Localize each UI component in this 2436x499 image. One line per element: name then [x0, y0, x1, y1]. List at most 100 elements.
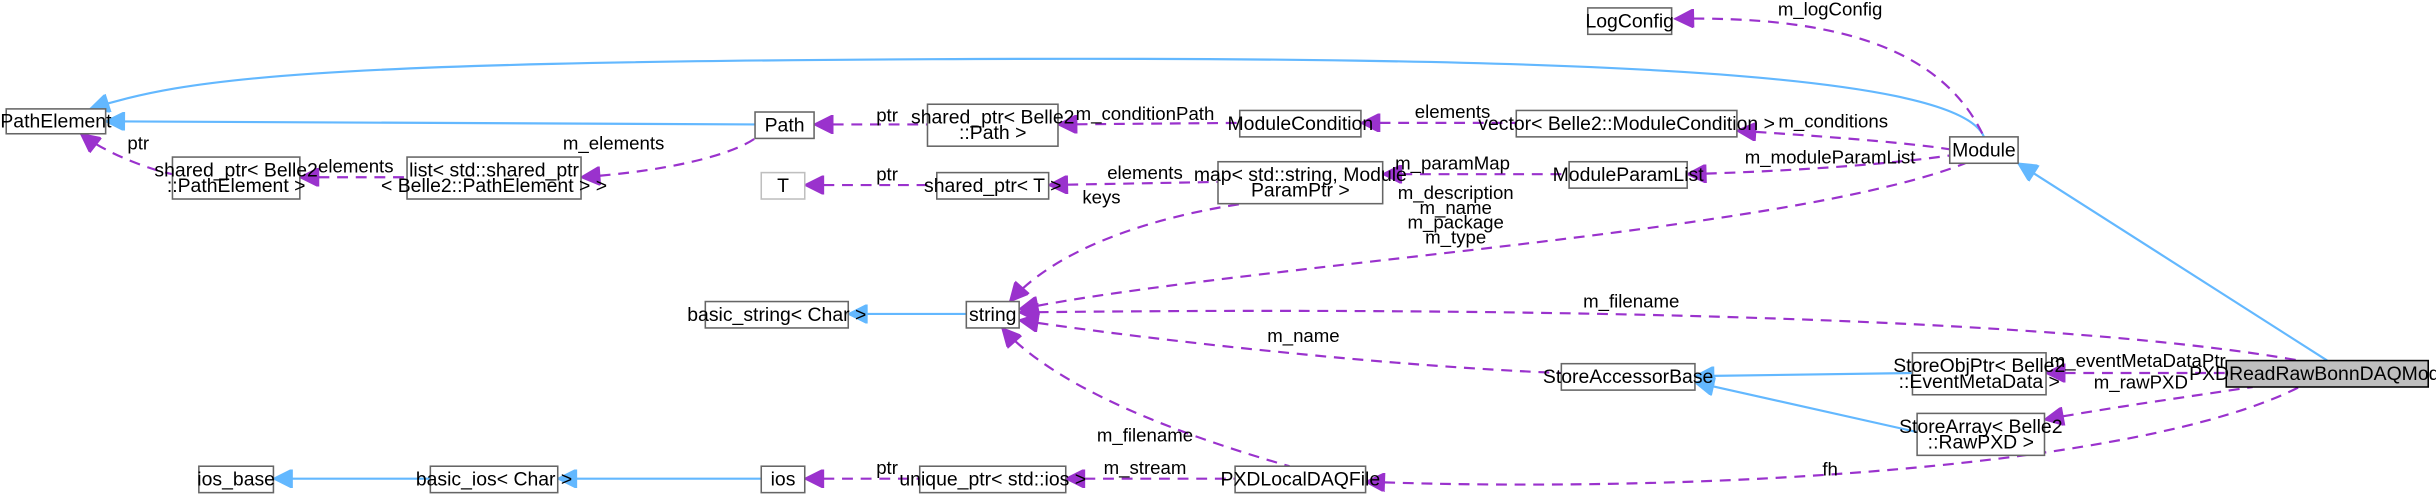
node-label: vector< Belle2::ModuleCondition >	[1478, 113, 1775, 135]
node-box	[5, 108, 107, 135]
edge-label-m-moduleparamlist: m_moduleParamList	[1745, 146, 1917, 168]
edge-storearray-to-storeaccessorbase	[1695, 382, 1918, 434]
node-label: ModuleCondition	[1228, 113, 1374, 135]
node-t[interactable]: T	[760, 171, 806, 200]
node-label: ::PathElement >	[167, 175, 306, 197]
node-storearray[interactable]: StoreArray< Belle2::RawPXD >	[1899, 412, 2063, 457]
edge-label-ptr-t: ptr	[876, 163, 898, 184]
node-box	[704, 300, 850, 329]
node-label: ModuleParamList	[1553, 164, 1705, 186]
node-label: Module	[1952, 139, 2016, 161]
node-box	[2225, 359, 2430, 388]
node-basic-ios[interactable]: basic_ios< Char >	[416, 465, 572, 494]
node-storeobjptr[interactable]: StoreObjPtr< Belle2::EventMetaData >	[1893, 352, 2065, 396]
node-box	[936, 171, 1050, 200]
edge-label-ptr-pathelement: ptr	[127, 132, 149, 153]
edge-label-m-logconfig: m_logConfig	[1778, 0, 1883, 21]
node-logconfig[interactable]: LogConfig	[1585, 7, 1674, 36]
node-label: list< std::shared_ptr	[409, 159, 579, 181]
node-label: ::RawPXD >	[1928, 431, 2034, 453]
node-label: PXDReadRawBonnDAQModule	[2189, 363, 2436, 385]
node-label: shared_ptr< Belle2	[911, 107, 1074, 129]
node-path[interactable]: Path	[754, 111, 815, 140]
node-label: < Belle2::PathElement > >	[381, 175, 607, 197]
node-shared-ptr-t[interactable]: shared_ptr< T >	[924, 171, 1061, 200]
node-box	[1948, 136, 2019, 165]
node-box	[1217, 160, 1384, 205]
node-box	[1515, 109, 1738, 138]
node-box	[1586, 7, 1673, 36]
edge-label-m-conditions: m_conditions	[1778, 111, 1888, 133]
node-string[interactable]: string	[965, 300, 1020, 329]
edge-storeaccessor-name-usage	[1019, 320, 1562, 375]
edge-label-m-filename-local: m_filename	[1097, 424, 1193, 446]
node-modulecondition[interactable]: ModuleCondition	[1228, 109, 1374, 138]
node-vector-modulecondition[interactable]: vector< Belle2::ModuleCondition >	[1478, 109, 1775, 138]
edge-rawpxd-usage	[2045, 385, 2253, 420]
node-label: PXDLocalDAQFile	[1221, 469, 1381, 491]
edge-label-fh: fh	[1822, 459, 1838, 480]
edge-label-m-eventmetadataptr: m_eventMetaDataPtr	[2050, 350, 2226, 372]
node-label: basic_string< Char >	[687, 304, 866, 326]
node-basic-string[interactable]: basic_string< Char >	[687, 300, 866, 329]
edge-module-to-pathelement	[90, 57, 1985, 138]
edge-label-module-strings: m_type	[1425, 226, 1486, 248]
node-box	[1568, 160, 1688, 189]
node-label: map< std::string, Module	[1194, 164, 1407, 186]
edge-label-m-name: m_name	[1267, 325, 1339, 347]
node-box	[926, 103, 1059, 147]
node-box	[1234, 465, 1367, 494]
edge-label-module-strings: m_name	[1419, 197, 1491, 219]
node-box	[171, 156, 301, 200]
node-pathelement[interactable]: PathElement	[0, 108, 112, 135]
node-box	[1238, 109, 1362, 138]
node-unique-ptr-ios[interactable]: unique_ptr< std::ios >	[899, 465, 1086, 494]
node-label: basic_ios< Char >	[416, 469, 572, 491]
edge-module-strings-usage	[1019, 162, 1966, 309]
node-box	[918, 465, 1067, 494]
node-pxdlocaldaqfile[interactable]: PXDLocalDAQFile	[1221, 465, 1381, 494]
edge-label-ptr-path: ptr	[876, 104, 898, 125]
node-storeaccessorbase[interactable]: StoreAccessorBase	[1543, 362, 1713, 391]
edge-pxdreadrawbonn-to-module	[2018, 163, 2328, 362]
edge-storeobjptr-to-storeaccessorbase	[1695, 373, 1913, 376]
edge-label-m-parammap: m_paramMap	[1395, 152, 1510, 174]
node-label: PathElement	[0, 111, 112, 133]
node-shared-ptr-path[interactable]: shared_ptr< Belle2::Path >	[911, 103, 1074, 147]
edge-map-keys-usage	[1010, 202, 1244, 302]
node-ios-base[interactable]: ios_base	[197, 465, 275, 494]
edge-label-m-rawpxd: m_rawPXD	[2094, 372, 2188, 394]
edge-label-m-filename-top: m_filename	[1583, 291, 1679, 313]
node-label: StoreArray< Belle2	[1899, 416, 2062, 438]
node-box	[1916, 412, 2046, 457]
edge-label-elements-vector: elements	[1415, 101, 1491, 122]
edge-label-module-strings: m_package	[1408, 212, 1504, 234]
node-moduleparamlist[interactable]: ModuleParamList	[1553, 160, 1705, 189]
edge-modulecondition-usage	[1058, 123, 1240, 125]
node-label: ::EventMetaData >	[1899, 371, 2060, 393]
edge-module-paramlist-usage	[1687, 154, 1950, 175]
edge-label-m-stream: m_stream	[1104, 457, 1187, 479]
node-box	[754, 111, 815, 140]
edge-label-module-strings: m_description	[1398, 182, 1514, 204]
node-shared-ptr-pathelement[interactable]: shared_ptr< Belle2::PathElement >	[154, 156, 318, 200]
node-label: StoreAccessorBase	[1543, 366, 1713, 388]
edge-fh-usage	[1366, 386, 2300, 485]
node-label: LogConfig	[1585, 10, 1673, 32]
edge-label-keys: keys	[1082, 187, 1120, 208]
node-box	[760, 171, 806, 200]
node-box	[406, 156, 582, 200]
node-pxdreadrawbonn[interactable]: PXDReadRawBonnDAQModule	[2189, 359, 2436, 388]
edge-map-elements-usage	[1049, 182, 1219, 185]
edge-logconfig-usage	[1675, 19, 1985, 138]
node-list-pathelement[interactable]: list< std::shared_ptr< Belle2::PathEleme…	[381, 156, 607, 200]
node-module[interactable]: Module	[1948, 136, 2019, 165]
node-label: StoreObjPtr< Belle2	[1893, 355, 2065, 377]
node-label: ios_base	[197, 469, 275, 491]
node-label: unique_ptr< std::ios >	[899, 469, 1086, 491]
node-ios[interactable]: ios	[760, 465, 806, 494]
node-label: shared_ptr< Belle2	[154, 159, 317, 181]
node-label: T	[777, 175, 789, 197]
